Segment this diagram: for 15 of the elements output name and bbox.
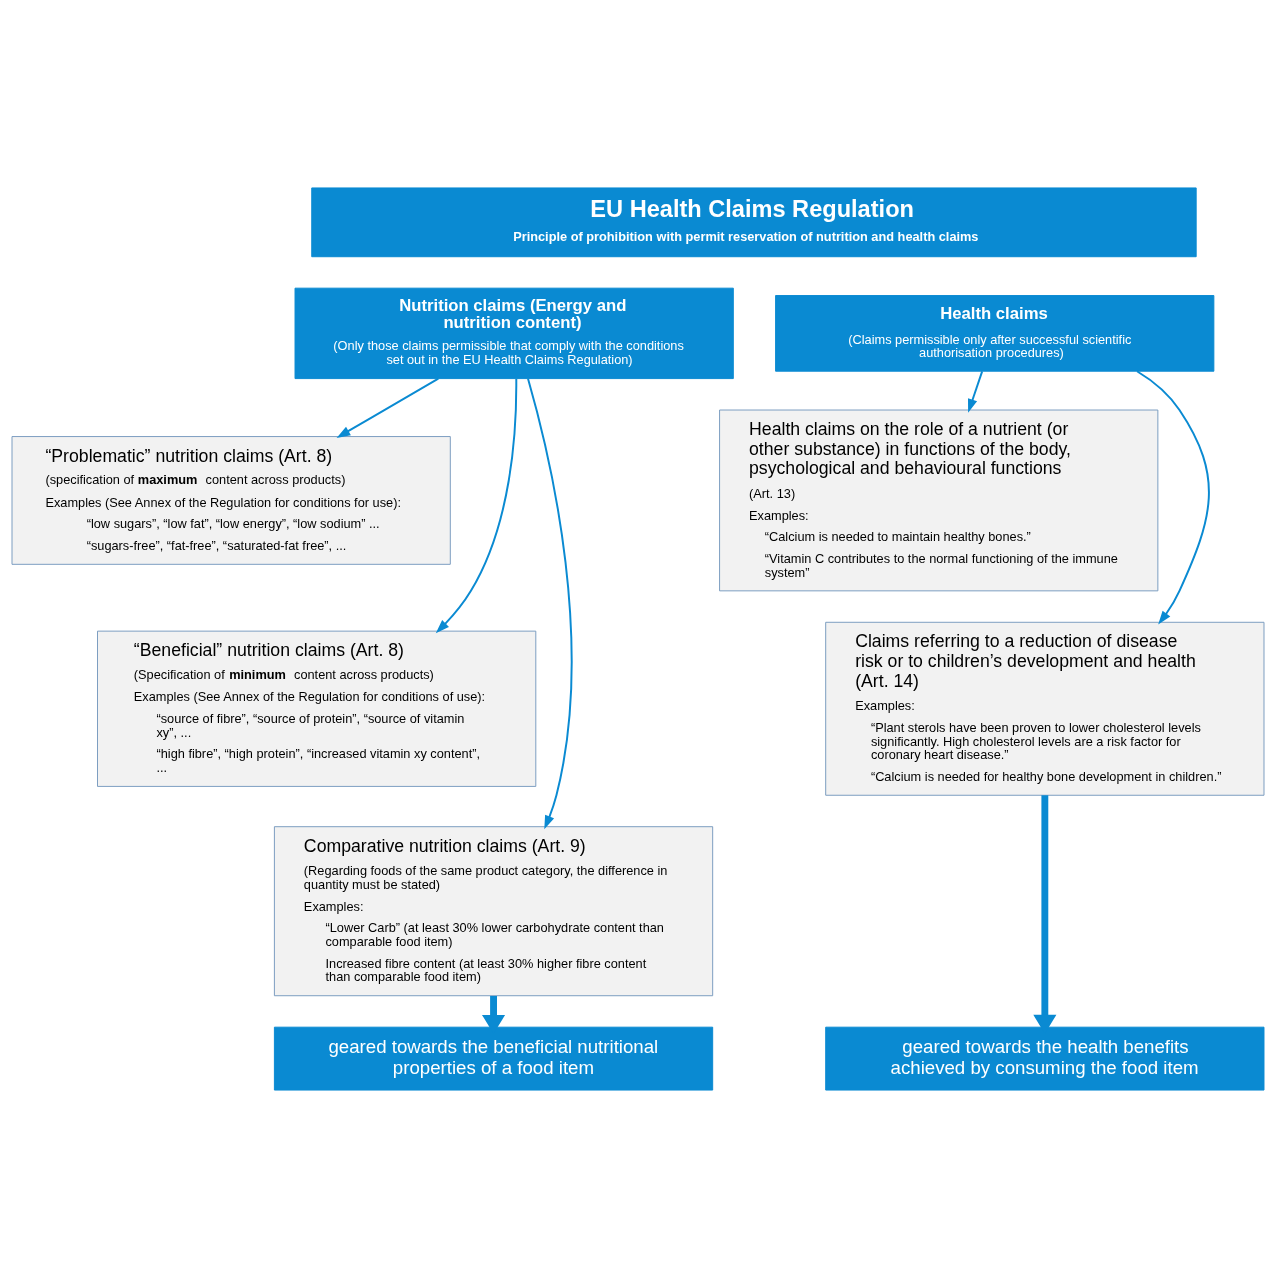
arrow bbox=[968, 370, 984, 413]
arrow bbox=[1136, 370, 1210, 625]
node-box: EU Health Claims Regulation Principle of prohibition with permit reservation of nutrition and health claims bbox=[311, 187, 1197, 258]
node-box: Comparative nutrition claims (Art. 9) (Regarding foods of the same product category, the difference in quantity must be stated) Examples: “Lower Carb” (at least 30% lower carbohydrate content than comparable food item) Increased fibre content (at least 30% higher fibre content than comparable food item) bbox=[273, 826, 714, 997]
node-box: geared towards the beneficial nutritional properties of a food item bbox=[273, 1026, 714, 1091]
arrow bbox=[435, 378, 518, 634]
node-box: Health claims (Claims permissible only after successful scientific authorisation procedures) bbox=[775, 295, 1215, 372]
arrow bbox=[527, 377, 573, 830]
node-box: Claims referring to a reduction of disease risk or to children’s development and health (Art. 14) Examples: “Plant sterols have been proven to lower cholesterol levels significantly. High cholesterol levels are a risk factor for coronary heart disease.” “Calcium is needed for healthy bone development in children.” bbox=[825, 621, 1265, 796]
node-box: Nutrition claims (Energy and nutrition content) (Only those claims permissible that comply with the conditions set out in the EU Health Claims Regulation) bbox=[294, 287, 734, 380]
node-box: geared towards the health benefits achieved by consuming the food item bbox=[825, 1026, 1265, 1091]
node-box: Health claims on the role of a nutrient (or other substance) in functions of the body, psychological and behavioural functions (Art. 13) Examples: “Calcium is needed to maintain healthy bones.” “Vitamin C contributes to the normal functioning of the immune system” bbox=[719, 409, 1159, 592]
arrow bbox=[336, 377, 440, 438]
node-box: “Problematic” nutrition claims (Art. 8) (specification of maximum content across products) Examples (See Annex of the Regulation for conditions for use): “low sugars”, “low fat”, “low energy”, “low sodium” ... “sugars-free”, “fat-free”, “saturated-fat free”, ... bbox=[11, 436, 451, 565]
node-box: “Beneficial” nutrition claims (Art. 8) (Specification of minimum content across products) Examples (See Annex of the Regulation for conditions of use): “source of fibre”, “source of protein”, “source of vitamin xy”, ... “high fibre”, “high protein”, “increased vitamin xy content”, ... bbox=[97, 630, 537, 787]
